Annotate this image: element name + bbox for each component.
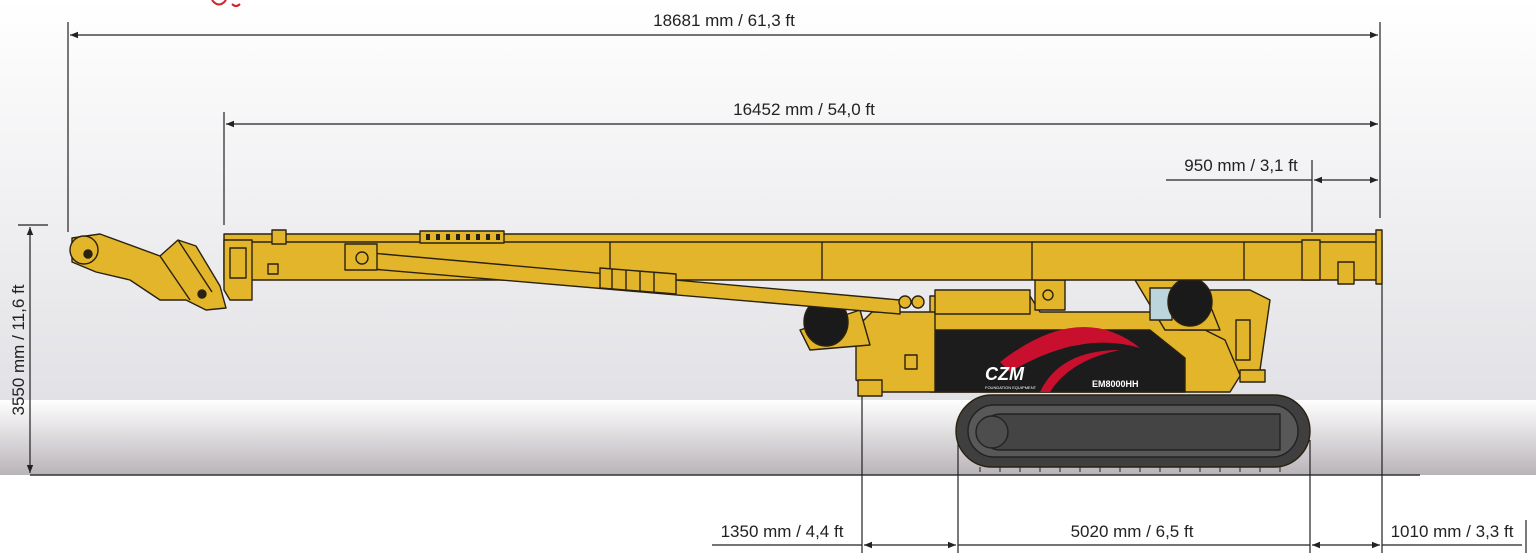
dimension-lines xyxy=(18,22,1527,553)
brand-logo: CZM xyxy=(985,364,1025,384)
mast-rear-overhang-label: 950 mm / 3,1 ft xyxy=(1184,156,1298,175)
rotary-head-assembly xyxy=(71,233,227,311)
drilling-rig: CZM FOUNDATION EQUIPMENT EM8000HH xyxy=(69,229,1383,472)
front-overhang-label: 1350 mm / 4,4 ft xyxy=(721,522,844,541)
header-accent xyxy=(211,0,241,7)
overall-length-label: 18681 mm / 61,3 ft xyxy=(653,11,795,30)
mast-length-label: 16452 mm / 54,0 ft xyxy=(733,100,875,119)
crawler-track xyxy=(955,394,1311,472)
rear-overhang-label: 1010 mm / 3,3 ft xyxy=(1391,522,1514,541)
brand-tagline: FOUNDATION EQUIPMENT xyxy=(985,385,1037,390)
background-panel xyxy=(0,0,1536,400)
transport-height-label: 3550 mm / 11,6 ft xyxy=(9,284,28,415)
track-length-label: 5020 mm / 6,5 ft xyxy=(1071,522,1194,541)
swoosh-graphic xyxy=(1000,327,1140,372)
model-label: EM8000HH xyxy=(1092,379,1139,389)
rear-winch xyxy=(1167,277,1213,327)
